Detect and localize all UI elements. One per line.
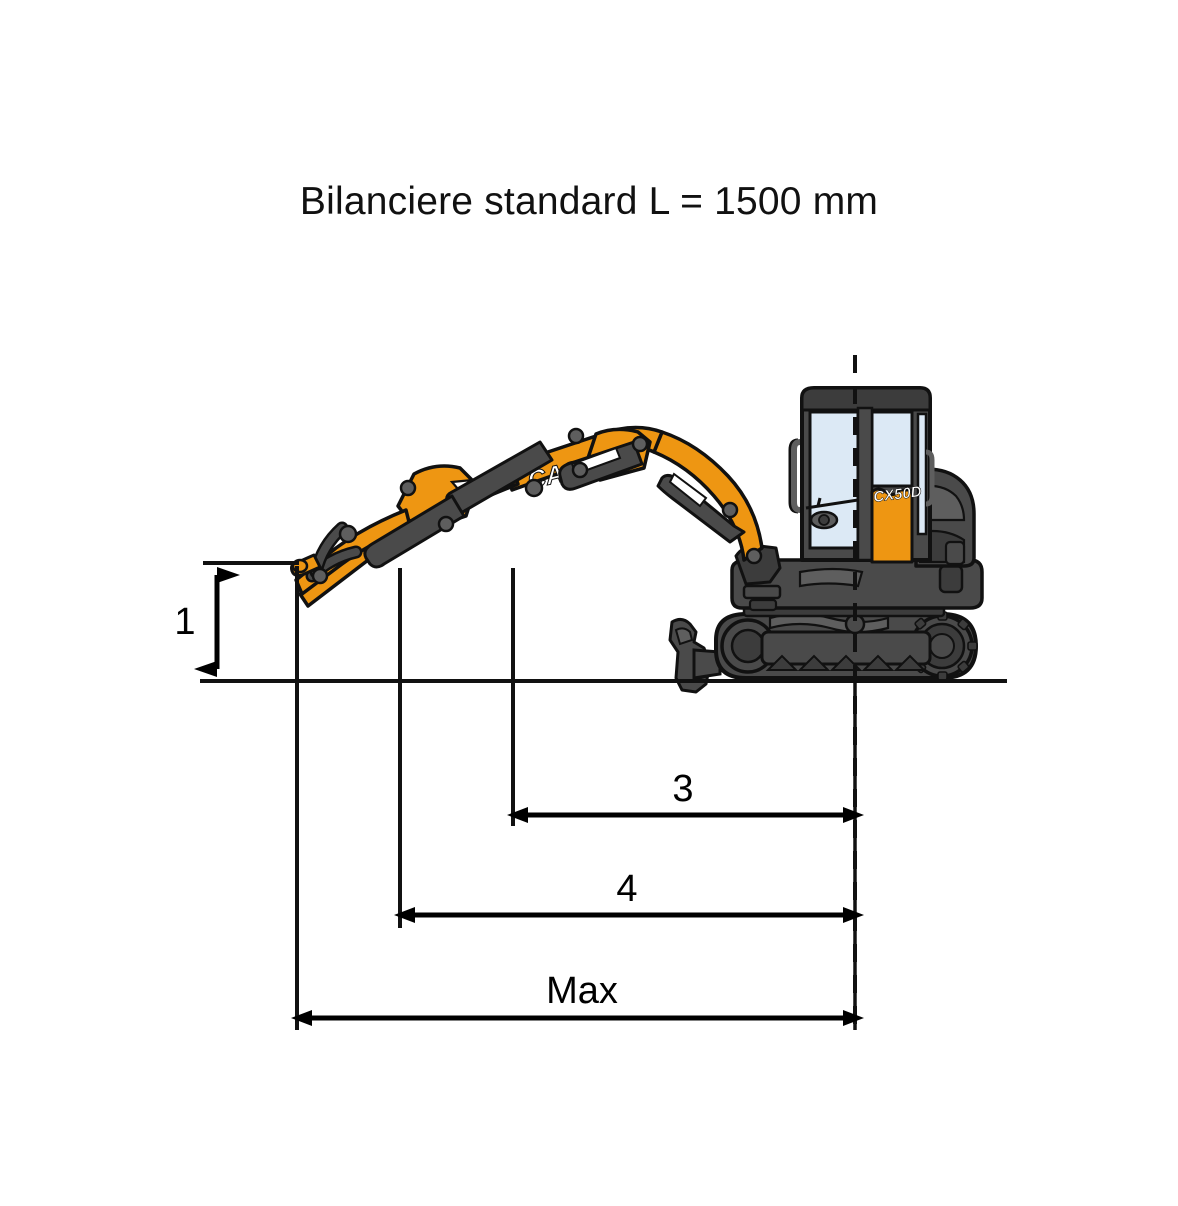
boom-arm-group: CASE [290, 425, 782, 612]
upperstructure-group [730, 467, 984, 610]
cab-model-badge: CX50D [872, 483, 922, 506]
dimension-label-4: 4 [616, 868, 638, 910]
dimension-label-1: 1 [174, 601, 196, 643]
dimension-label-3: 3 [672, 768, 694, 810]
operator-cab: CX50D [788, 386, 935, 564]
dimension-label-max: Max [546, 970, 618, 1012]
page-title: Bilanciere standard L = 1500 mm [299, 180, 879, 223]
undercarriage-group [668, 600, 978, 694]
cab-door-handle [809, 497, 839, 530]
